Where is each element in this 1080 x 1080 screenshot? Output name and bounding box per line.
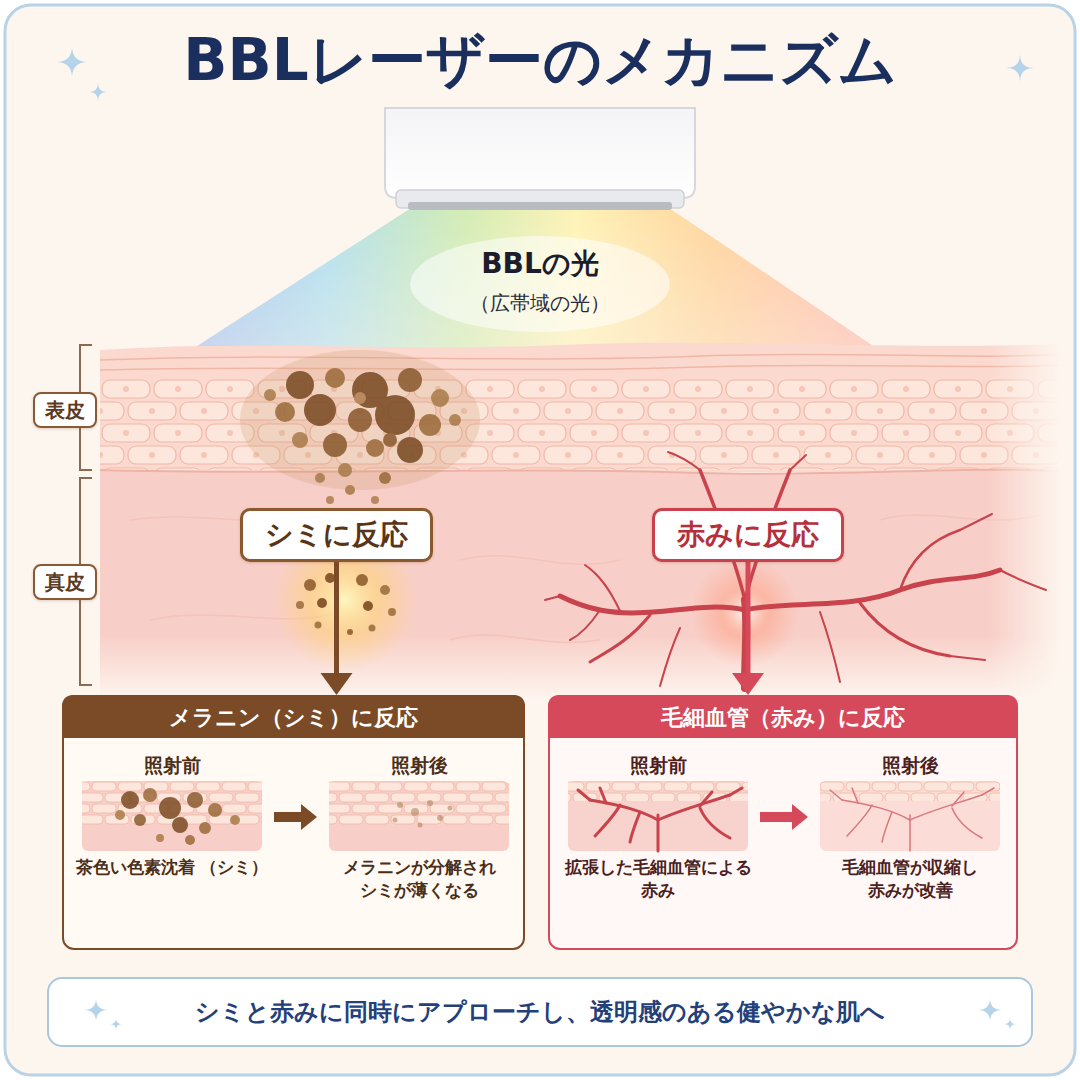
callout-box: シミに反応 <box>240 508 433 562</box>
node-label: 表皮 <box>45 397 85 423</box>
panel-header: メラニン（シミ）に反応 <box>64 697 523 738</box>
result-panels <box>62 695 1018 950</box>
image-caption: 拡張した毛細血管による 赤み <box>558 856 758 902</box>
result-panel: 毛細血管（赤み）に反応照射前拡張した毛細血管による 赤み照射後毛細血管が収縮し … <box>548 695 1018 950</box>
node-label: 真皮 <box>45 569 85 595</box>
node-label: シミに反応 <box>265 517 408 553</box>
device <box>385 108 695 210</box>
skin-section <box>100 338 1065 702</box>
caption-text: シミと赤みに同時にアプローチし、透明感のある健やかな肌へ <box>130 978 950 1046</box>
image-caption: メラニンが分解され シミが薄くなる <box>319 856 519 902</box>
light-label: BBLの光 <box>340 246 740 282</box>
image-heading: 照射前 <box>72 752 272 778</box>
before-after-image: 照射前拡張した毛細血管による 赤み <box>558 752 758 902</box>
image-heading: 照射前 <box>558 752 758 778</box>
result-panel: メラニン（シミ）に反応照射前茶色い色素沈着 （シミ） 照射後メラニンが分解され シ… <box>62 695 525 950</box>
image-slot <box>319 778 519 856</box>
before-after-images <box>82 781 1000 851</box>
before-after-image: 照射後メラニンが分解され シミが薄くなる <box>319 752 519 902</box>
connector-arrow <box>321 562 353 695</box>
image-caption: 茶色い色素沈着 （シミ） <box>72 856 272 879</box>
connector-arrow <box>732 562 764 695</box>
before-after-image: 照射前茶色い色素沈着 （シミ） <box>72 752 272 879</box>
image-heading: 照射後 <box>810 752 1010 778</box>
image-caption: 毛細血管が収縮し 赤みが改善 <box>810 856 1010 902</box>
melanin-epidermis <box>240 350 480 504</box>
layer-tag: 表皮 <box>33 392 97 428</box>
image-heading: 照射後 <box>319 752 519 778</box>
connector-arrow <box>760 804 808 830</box>
panel-header: 毛細血管（赤み）に反応 <box>550 697 1016 738</box>
light-cone <box>188 210 882 352</box>
page-title: BBLレーザーのメカニズム <box>0 24 1080 96</box>
callout-box: 赤みに反応 <box>652 508 844 562</box>
image-slot <box>558 778 758 856</box>
light-label: （広帯域の光） <box>340 290 740 316</box>
blood-vessels <box>545 452 1046 688</box>
image-slot <box>72 778 272 856</box>
caption-box <box>48 978 1032 1046</box>
image-slot <box>810 778 1010 856</box>
connector-arrow <box>274 804 317 830</box>
layer-tag: 真皮 <box>33 564 97 600</box>
node-label: 赤みに反応 <box>677 517 819 553</box>
before-after-image: 照射後毛細血管が収縮し 赤みが改善 <box>810 752 1010 902</box>
